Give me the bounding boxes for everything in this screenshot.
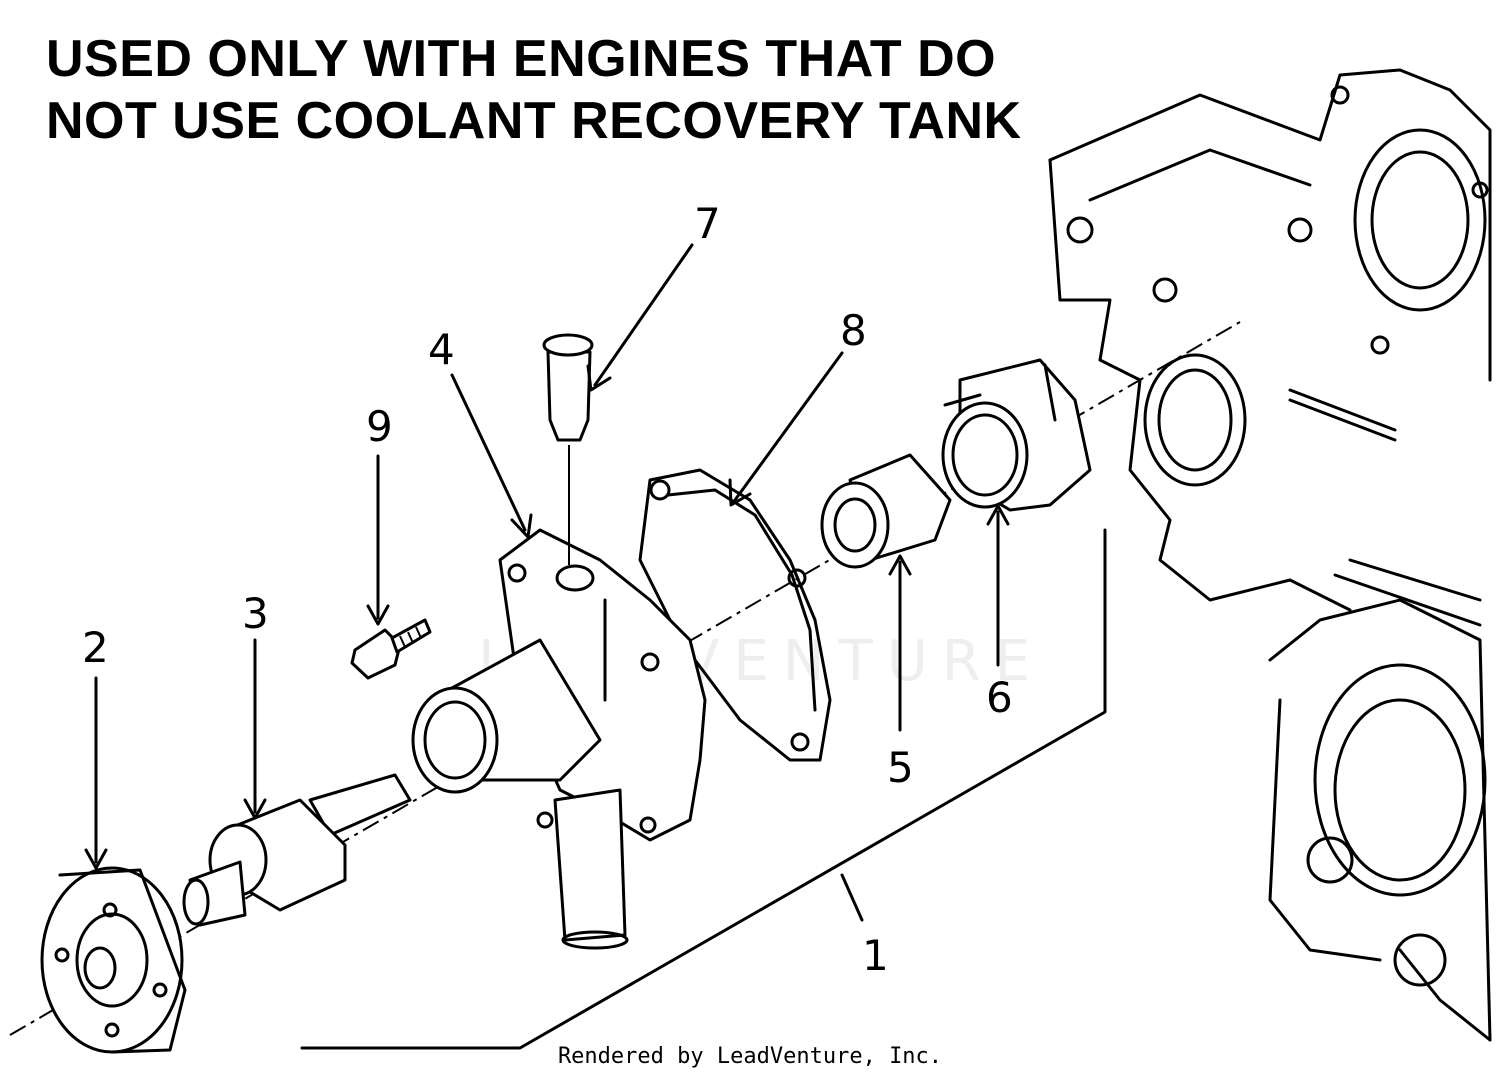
callout-4: 4 [428, 325, 455, 374]
part-3-shaft-bearing-drawing [182, 773, 412, 927]
part-9-bolt-drawing [350, 618, 432, 680]
part-6-seal-drawing [941, 358, 1092, 512]
render-credit-footer: Rendered by LeadVenture, Inc. [557, 1044, 943, 1069]
callout-2: 2 [82, 623, 109, 672]
part-4-pump-housing-drawing [411, 528, 707, 950]
callout-8: 8 [840, 306, 867, 355]
callout-5: 5 [887, 743, 914, 792]
heading-line-1: USED ONLY WITH ENGINES THAT DO [46, 30, 997, 88]
part-7-fitting-drawing [542, 333, 594, 565]
part-5-bushing-drawing [820, 453, 952, 569]
part-2-hub-drawing [40, 866, 187, 1054]
callout-6: 6 [986, 673, 1013, 722]
assembly-1-bracket [300, 528, 1107, 1050]
heading-line-2: NOT USE COOLANT RECOVERY TANK [46, 92, 1022, 150]
leader-lines [84, 243, 1010, 922]
callout-1: 1 [862, 931, 889, 980]
callout-7: 7 [694, 199, 721, 248]
diagram-heading: USED ONLY WITH ENGINES THAT DO NOT USE C… [46, 28, 1022, 152]
engine-block-drawing [1048, 68, 1492, 1042]
callout-3: 3 [242, 589, 269, 638]
callout-9: 9 [366, 402, 393, 451]
